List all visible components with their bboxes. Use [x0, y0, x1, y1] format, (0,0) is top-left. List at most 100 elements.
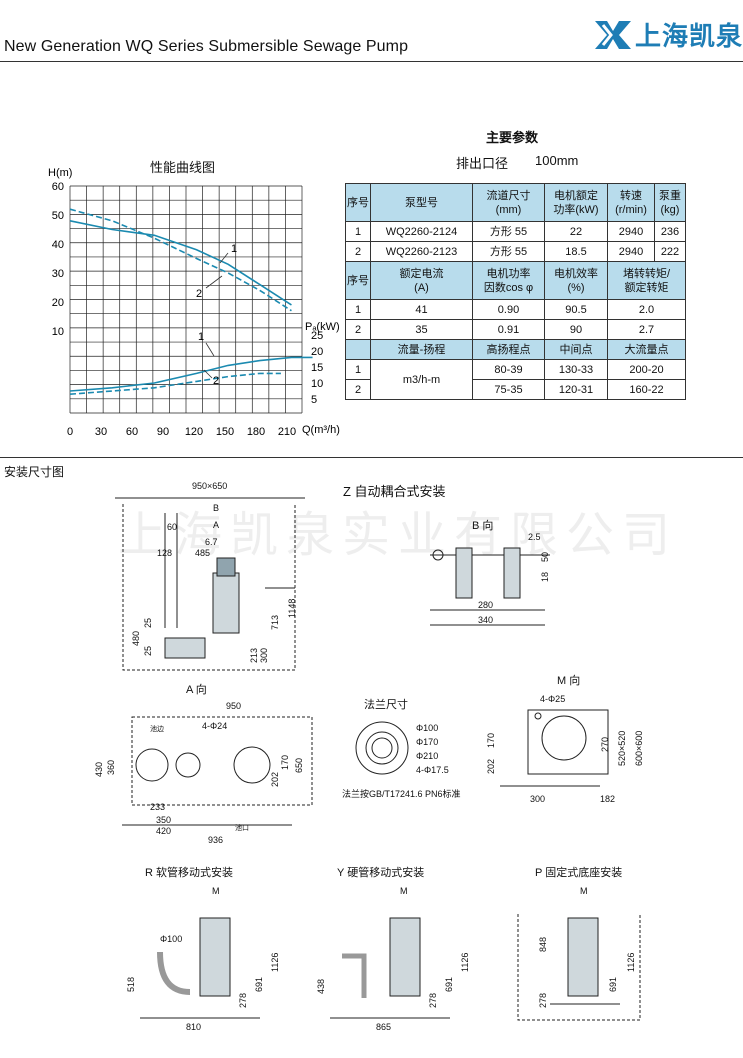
b-view-drawing: 2.5 50 18 280 340: [430, 532, 550, 626]
install-section-title: 安装尺寸图: [4, 465, 65, 479]
svg-text:213: 213: [249, 648, 259, 663]
svg-text:4-Φ25: 4-Φ25: [540, 694, 565, 704]
svg-text:950×650: 950×650: [192, 481, 227, 491]
svg-text:M: M: [212, 886, 220, 896]
svg-text:485: 485: [195, 548, 210, 558]
table-cell: 90.5: [544, 299, 608, 320]
table-cell: 0.90: [472, 299, 545, 320]
curve-label-head-1: 1: [231, 243, 237, 255]
svg-text:60: 60: [167, 522, 177, 532]
table-cell: 80-39: [472, 359, 545, 380]
table-cell: 0.91: [472, 319, 545, 340]
q-tick-label: 120: [185, 426, 203, 438]
svg-text:4-Φ24: 4-Φ24: [202, 721, 227, 731]
table-cell: 41: [370, 299, 473, 320]
spec-header-cell: 流量-扬程: [370, 339, 473, 360]
p-install-drawing: M 848 278 691 1126: [517, 886, 641, 1021]
p-tick-label: 20: [311, 346, 323, 358]
table-cell: 1: [345, 221, 371, 242]
table-cell: 222: [654, 241, 686, 262]
table-cell: 90: [544, 319, 608, 340]
table-cell: 2: [345, 241, 371, 262]
watermark: 上海凯泉实业有限公司: [118, 509, 679, 562]
svg-text:Φ100: Φ100: [416, 723, 438, 733]
svg-text:Φ170: Φ170: [416, 737, 438, 747]
svg-text:691: 691: [608, 977, 618, 992]
table-cell: 方形 55: [472, 221, 545, 242]
curve-label-head-2: 2: [196, 288, 202, 300]
flange-note: 法兰按GB/T17241.6 PN6标准: [342, 789, 461, 799]
flange-title: 法兰尺寸: [364, 699, 408, 711]
table-cell: 35: [370, 319, 473, 340]
q-tick-label: 90: [157, 426, 169, 438]
h-tick-label: 20: [52, 297, 64, 309]
table-cell: 2.0: [607, 299, 686, 320]
spec-header-cell: 堵转转矩/ 额定转矩: [607, 261, 686, 300]
svg-text:A: A: [213, 520, 219, 530]
table-cell: WQ2260-2124: [370, 221, 473, 242]
svg-text:950: 950: [226, 701, 241, 711]
h-tick-label: 10: [52, 326, 64, 338]
curve-series: [69, 208, 313, 395]
table-cell: 方形 55: [472, 241, 545, 262]
p-axis-label: Pₐ(kW): [305, 321, 340, 333]
spec-header-row-2: 序号 额定电流 (A) 电机功率 因数cos φ 电机效率 (%) 堵转转矩/ …: [345, 261, 686, 300]
spec-header-cell: 电机额定 功率(kW): [544, 183, 608, 222]
header-divider: [0, 61, 743, 62]
section-divider: [0, 457, 743, 458]
z-install-title: Z 自动耦合式安装: [343, 484, 446, 499]
svg-text:50: 50: [540, 552, 550, 562]
spec-header-cell: 序号: [345, 261, 371, 300]
table-cell: 130-33: [544, 359, 608, 380]
spec-header-row-3: 流量-扬程 高扬程点 中间点 大流量点: [345, 339, 686, 360]
svg-text:2.5: 2.5: [528, 532, 541, 542]
series-line-power-1: [69, 356, 313, 392]
svg-text:25: 25: [143, 618, 153, 628]
table-cell: WQ2260-2123: [370, 241, 473, 262]
svg-text:182: 182: [600, 794, 615, 804]
spec-header-cell: 电机功率 因数cos φ: [472, 261, 545, 300]
svg-text:936: 936: [208, 835, 223, 845]
h-tick-label: 30: [52, 268, 64, 280]
svg-text:202: 202: [486, 759, 496, 774]
m-view-title: M 向: [557, 675, 581, 687]
q-tick-label: 30: [95, 426, 107, 438]
p-tick-label: 5: [311, 394, 317, 406]
page-title: New Generation WQ Series Submersible Sew…: [4, 38, 409, 55]
svg-text:4-Φ17.5: 4-Φ17.5: [416, 765, 449, 775]
b-view-title: B 向: [472, 520, 494, 532]
svg-text:520×520: 520×520: [617, 731, 627, 766]
spec-header-cell: 大流量点: [607, 339, 686, 360]
spec-header-cell: 额定电流 (A): [370, 261, 473, 300]
table-cell: 2940: [607, 221, 655, 242]
spec-header-cell: [345, 339, 371, 360]
svg-text:420: 420: [156, 826, 171, 836]
curve-label-power-2: 2: [213, 375, 219, 387]
table-cell: 18.5: [544, 241, 608, 262]
svg-text:M: M: [580, 886, 588, 896]
a-view-drawing: 950 4-Φ24 430 360 170 202 650 233 350 42…: [94, 701, 313, 845]
brand-logo-icon: [594, 21, 631, 49]
y-install-drawing: M 438 278 691 1126 865: [316, 886, 470, 1032]
table-cell: 2: [345, 319, 371, 340]
h-tick-label: 50: [52, 210, 64, 222]
svg-text:170: 170: [486, 733, 496, 748]
svg-text:691: 691: [444, 977, 454, 992]
outlet-label: 排出口径: [456, 156, 509, 171]
svg-text:430: 430: [94, 762, 104, 777]
z-install-drawing: 950×650 B 60 A 6.7 128 485 713 1148 480 …: [115, 481, 305, 671]
table-cell: 120-31: [544, 379, 608, 400]
p-tick-label: 15: [311, 362, 323, 374]
svg-text:25: 25: [143, 646, 153, 656]
table-cell: 200-20: [607, 359, 686, 380]
p-install-title: P 固定式底座安装: [535, 867, 623, 879]
svg-text:340: 340: [478, 615, 493, 625]
spec-header-cell: 电机效率 (%): [544, 261, 608, 300]
svg-text:848: 848: [538, 937, 548, 952]
svg-text:233: 233: [150, 802, 165, 812]
series-line-head-2: [69, 208, 292, 312]
svg-text:池口: 池口: [235, 823, 249, 832]
